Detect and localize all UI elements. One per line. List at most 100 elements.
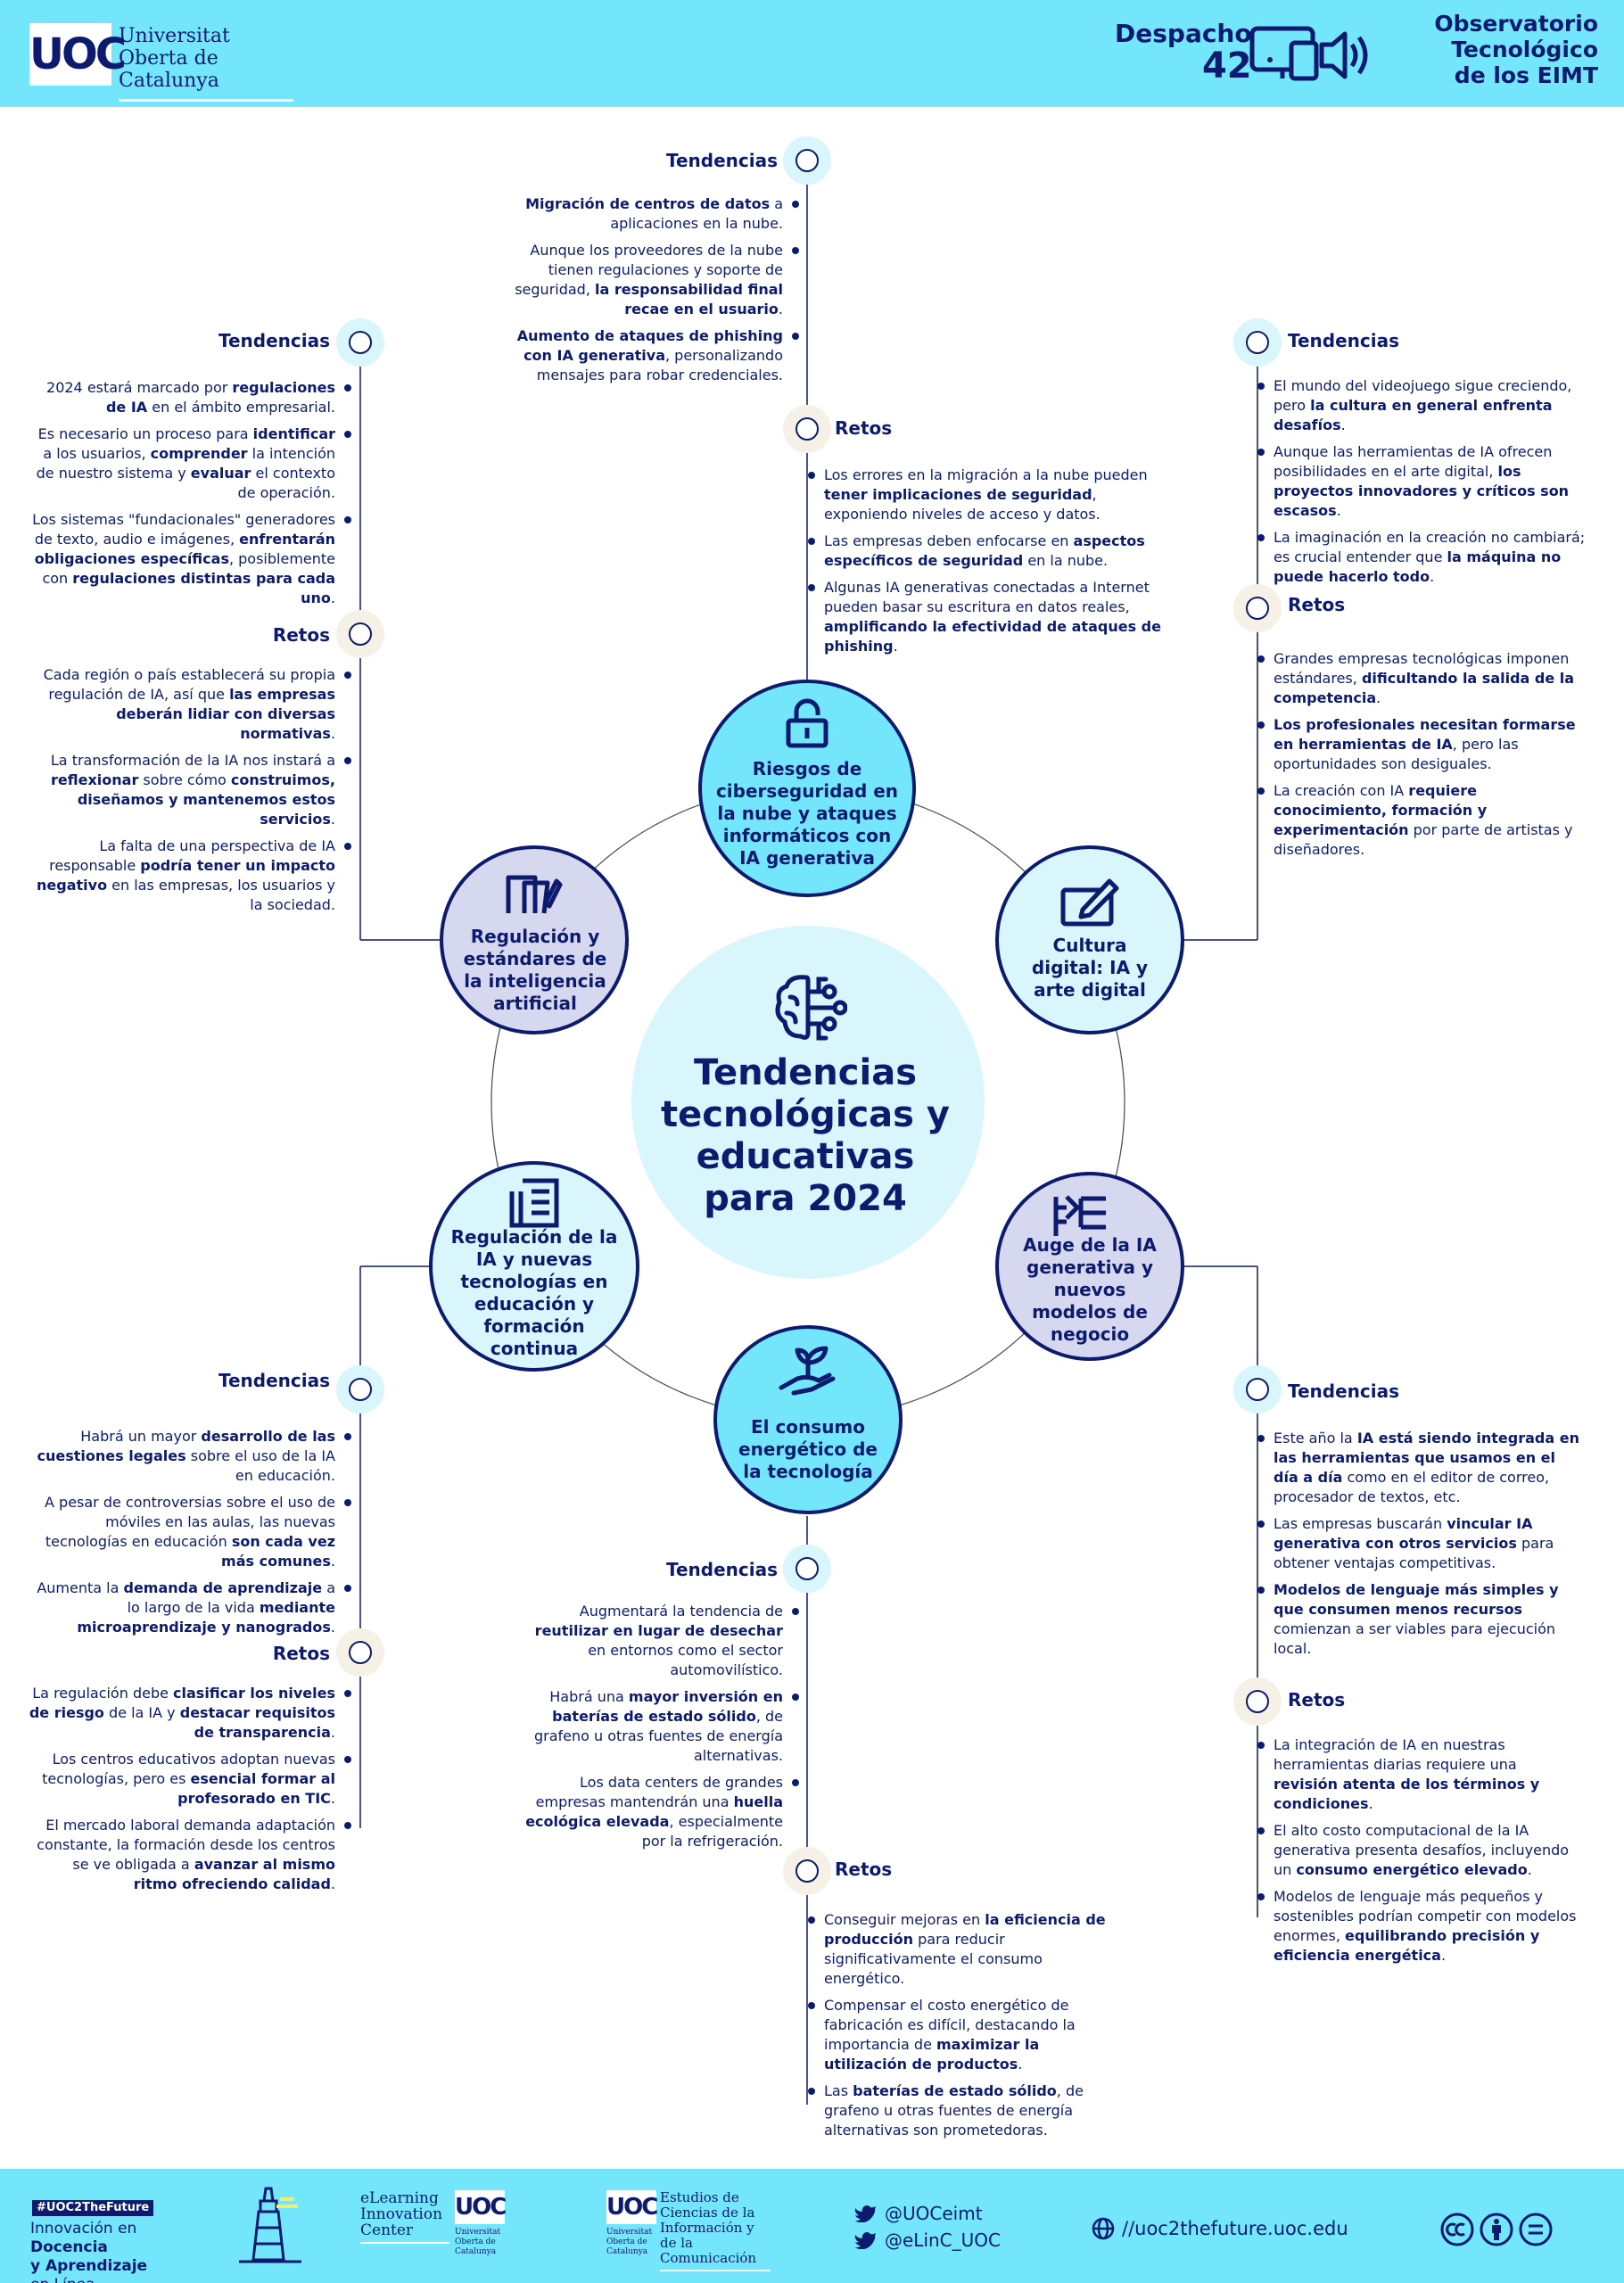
bullet-item: Grandes empresas tecnológicas imponen es…: [1257, 649, 1586, 708]
bullet-text: , posiblemente con: [42, 550, 335, 587]
innovacion-label: Innovación en Docencia y Aprendizaje en …: [30, 2220, 218, 2283]
edu-retos: Retos La regulación debe clasificar los …: [27, 1643, 351, 1901]
bullet-emphasis: la eficiencia de producción: [824, 1911, 1106, 1948]
uoc-small-logo[interactable]: UOC: [455, 2190, 507, 2224]
bullet-text: sobre cómo: [138, 771, 231, 788]
edu-tendencias: Tendencias Habrá un mayor desarrollo de …: [27, 1370, 351, 1644]
bullet-text: La integración de IA en nuestras herrami…: [1274, 1736, 1517, 1773]
bullet-emphasis: vincular IA generativa con otros servici…: [1274, 1515, 1533, 1552]
drawing-tablet-icon: [1060, 878, 1119, 927]
bullet-text: Compensar el costo energético de fabrica…: [824, 1997, 1076, 2053]
globe-icon: [1092, 2217, 1115, 2240]
tendencias-heading: Tendencias: [665, 150, 778, 171]
bullet-emphasis: Modelos de lenguaje más simples y que co…: [1274, 1581, 1559, 1618]
bullet-item: Los centros educativos adoptan nuevas te…: [27, 1750, 351, 1809]
node-regulacion-ia[interactable]: Regulación y estándares de la inteligenc…: [463, 926, 607, 1014]
twitter-icon: [854, 2205, 876, 2222]
hashtag-badge[interactable]: #UOC2TheFuture: [32, 2200, 154, 2216]
ciber-retos: Retos Los errores en la migración a la n…: [808, 417, 1177, 663]
uoc-logo[interactable]: UOC: [29, 23, 127, 86]
twitter-handle-elinc[interactable]: @eLinC_UOC: [885, 2229, 1001, 2251]
retos-heading: Retos: [1288, 1689, 1346, 1710]
uoc-logo-name: Universitat Oberta de Catalunya: [119, 25, 293, 102]
bullet-text: La falta de una perspectiva de IA respon…: [49, 837, 335, 874]
bullet-item: Los sistemas "fundacionales" generadores…: [27, 510, 351, 608]
innovacion-bold-2: y Aprendizaje: [30, 2257, 148, 2275]
ciber-tendencias: Tendencias Migración de centros de datos…: [496, 150, 799, 392]
bullet-emphasis: dificultando la salida de la competencia: [1274, 670, 1575, 706]
bullet-emphasis: Los profesionales necesitan formarse en …: [1274, 716, 1576, 753]
uoc-small-logo-2[interactable]: UOC: [606, 2190, 658, 2224]
bullet-text: La creación con IA: [1274, 782, 1409, 799]
bullet-item: Modelos de lenguaje más simples y que co…: [1257, 1580, 1584, 1659]
bullet-emphasis: la máquina no puede hacerlo todo: [1274, 548, 1562, 585]
bullet-emphasis: revisión atenta de los términos y condic…: [1274, 1776, 1540, 1812]
node-ciberseguridad[interactable]: Riesgos de ciberseguridad en la nube y a…: [715, 757, 899, 869]
bullet-text: el contexto de operación.: [237, 465, 335, 501]
bullet-text: , exponiendo niveles de acceso y datos.: [824, 486, 1101, 523]
bullet-emphasis: podría tener un impacto negativo: [37, 857, 335, 894]
bullet-text: .: [330, 1724, 335, 1741]
node-cultura-digital[interactable]: Cultura digital: IA y arte digital: [1031, 934, 1149, 1001]
bullet-text: comienzan a ser viables para ejecución l…: [1274, 1620, 1556, 1657]
cultura-retos: Retos Grandes empresas tecnológicas impo…: [1257, 594, 1586, 867]
creative-commons-icon: [1440, 2213, 1553, 2246]
lighthouse-icon: [239, 2187, 301, 2263]
reg-retos: Retos Cada región o país establecerá su …: [27, 624, 351, 922]
bullet-emphasis: Aumento de ataques de: [516, 327, 714, 344]
bullet-text: a aplicaciones en la nube.: [610, 195, 783, 232]
bullet-text: Los sistemas "fundacionales" generadores…: [32, 511, 335, 548]
bullet-emphasis: evaluar: [190, 465, 251, 482]
node-auge-ia[interactable]: Auge de la IA generativa y nuevos modelo…: [1023, 1233, 1157, 1345]
bullet-emphasis: la responsabilidad final recae en el usu…: [595, 281, 783, 317]
bullet-text: .: [1018, 2056, 1023, 2073]
bullet-text: .: [330, 1553, 335, 1570]
lock-icon: [786, 698, 828, 748]
bullet-text: por parte de artistas y diseñadores.: [1274, 821, 1573, 858]
bullet-emphasis: esencial formar al profesorado en TIC: [177, 1770, 335, 1807]
tendencias-heading: Tendencias: [218, 330, 330, 351]
innovacion-bold-1: Docencia: [30, 2238, 108, 2256]
elearning-center-label: eLearning Innovation Center: [360, 2190, 449, 2244]
brain-circuit-icon: [775, 975, 847, 1041]
bullet-text: .: [330, 589, 335, 606]
document-list-icon: [509, 1178, 559, 1228]
node-regulacion-educacion[interactable]: Regulación de la IA y nuevas tecnologías…: [450, 1226, 618, 1359]
bullet-text: en la nube.: [1023, 552, 1109, 569]
bullet-item: Habrá una mayor inversión en baterías de…: [523, 1687, 799, 1766]
bullet-text: Conseguir mejoras en: [824, 1911, 985, 1928]
bullet-text: .: [1336, 502, 1341, 519]
bullet-text: .: [330, 811, 335, 828]
bullet-text: .: [330, 1790, 335, 1807]
bullet-text: .: [778, 301, 783, 317]
bullet-item: Las empresas buscarán vincular IA genera…: [1257, 1514, 1584, 1573]
twitter-handle-uoceimt[interactable]: @UOCeimt: [885, 2203, 983, 2224]
bullet-emphasis: la cultura en general enfrenta desafíos: [1274, 397, 1553, 433]
bullet-text: Modelos de lenguaje más pequeños y soste…: [1274, 1888, 1577, 1944]
bullet-emphasis: enfrentarán obligaciones específicas: [34, 531, 335, 567]
retos-heading: Retos: [272, 1643, 330, 1664]
bullet-item: Las baterías de estado sólido, de grafen…: [808, 2081, 1111, 2140]
despacho-label: Despacho 42: [1115, 19, 1252, 87]
innovacion-text-1: Innovación en: [30, 2220, 137, 2238]
bullet-text: El mercado laboral demanda adaptación co…: [37, 1817, 335, 1873]
website-link[interactable]: //uoc2thefuture.uoc.edu: [1122, 2218, 1348, 2239]
bullet-emphasis: mediante microaprendizaje y nanogrados: [77, 1599, 335, 1636]
bullet-item: Este año la IA está siendo integrada en …: [1257, 1429, 1584, 1507]
bullet-item: Modelos de lenguaje más pequeños y soste…: [1257, 1887, 1584, 1966]
bullet-text: la intención de nuestro sistema y: [36, 445, 335, 482]
bullet-item: 2024 estará marcado por regulaciones de …: [27, 378, 351, 417]
node-consumo-energetico[interactable]: El consumo energético de la tecnología: [738, 1415, 878, 1482]
despacho-title: Despacho: [1115, 19, 1252, 48]
bullet-item: Conseguir mejoras en la eficiencia de pr…: [808, 1910, 1111, 1989]
bullet-item: La integración de IA en nuestras herrami…: [1257, 1735, 1584, 1814]
bullet-text: Habrá un mayor: [80, 1428, 202, 1445]
bullet-text: Las empresas buscarán: [1274, 1515, 1447, 1532]
bullet-emphasis: equilibrando precisión y eficiencia ener…: [1274, 1927, 1540, 1964]
bullet-item: El mundo del videojuego sigue creciendo,…: [1257, 376, 1586, 435]
retos-heading: Retos: [272, 624, 330, 646]
despacho-number: 42: [1201, 45, 1252, 87]
bullet-item: Los data centers de grandes empresas man…: [523, 1773, 799, 1851]
bullet-text: a los usuarios,: [43, 445, 151, 462]
energia-tendencias: Tendencias Augmentará la tendencia de re…: [523, 1559, 799, 1859]
